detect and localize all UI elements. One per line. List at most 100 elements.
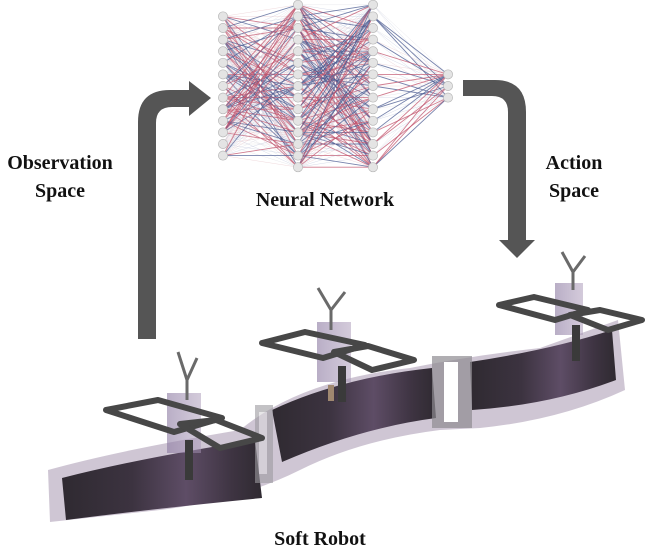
network-edge xyxy=(297,108,374,168)
network-edge xyxy=(297,74,374,168)
network-edge xyxy=(222,27,299,87)
network-edge xyxy=(222,97,299,133)
network-edge xyxy=(372,27,449,75)
network-edge xyxy=(297,16,374,145)
network-edge xyxy=(372,97,449,168)
network-edge xyxy=(222,85,299,156)
network-edge xyxy=(297,39,374,168)
network-edge xyxy=(222,39,299,156)
network-node-layer-3 xyxy=(368,127,378,138)
neural-network-label: Neural Network xyxy=(255,189,395,211)
network-edge xyxy=(222,16,299,98)
network-edge xyxy=(222,108,299,156)
action-arrowhead-icon xyxy=(499,240,535,258)
network-edge xyxy=(222,16,299,52)
network-node-layer-4 xyxy=(443,92,453,103)
network-edge xyxy=(297,143,374,156)
observation-label-line1: Observation xyxy=(7,152,113,174)
network-edge xyxy=(297,97,374,145)
network-edge xyxy=(372,73,449,110)
network-edge xyxy=(297,4,374,29)
neural-network-edges xyxy=(222,4,449,168)
network-edge xyxy=(222,132,299,145)
network-node-layer-3 xyxy=(368,23,378,33)
network-edge xyxy=(297,132,374,168)
robot-module-1 xyxy=(103,351,265,480)
network-edge xyxy=(372,85,449,145)
network-node-layer-2 xyxy=(293,127,303,138)
neural-network-nodes xyxy=(218,0,453,173)
network-edge xyxy=(222,4,299,145)
network-edge xyxy=(297,4,374,75)
network-edge xyxy=(222,120,299,168)
network-edge xyxy=(297,4,374,168)
robot-segment-2 xyxy=(272,368,436,462)
network-edge xyxy=(297,27,374,168)
observation-space-label: Observation Space xyxy=(0,149,120,205)
network-node-layer-1 xyxy=(218,11,228,22)
action-arrow xyxy=(463,80,535,258)
network-edge xyxy=(297,39,374,156)
network-edge xyxy=(222,62,299,156)
network-edge xyxy=(372,62,449,75)
network-edge xyxy=(297,4,374,122)
network-edge xyxy=(372,16,449,75)
network-node-layer-2 xyxy=(293,11,303,22)
network-edge xyxy=(297,97,374,156)
network-node-layer-3 xyxy=(368,81,378,91)
network-edge xyxy=(297,62,374,145)
network-edge xyxy=(297,16,374,168)
network-edge xyxy=(297,16,374,133)
network-edge xyxy=(372,39,449,98)
robot-segment-1 xyxy=(62,440,262,520)
network-node-layer-2 xyxy=(293,0,303,10)
network-node-layer-3 xyxy=(368,57,378,68)
network-edge xyxy=(222,131,299,145)
network-edge xyxy=(297,4,374,52)
soft-robot-label: Soft Robot xyxy=(274,528,366,550)
network-node-layer-3 xyxy=(368,162,378,173)
network-node-layer-2 xyxy=(293,46,303,57)
network-edge xyxy=(222,39,299,145)
network-node-layer-1 xyxy=(218,34,228,45)
network-edge xyxy=(297,131,374,168)
action-space-label: Action Space xyxy=(524,149,624,205)
network-edge xyxy=(297,143,374,168)
network-edge xyxy=(222,27,299,156)
network-edge xyxy=(222,27,299,133)
network-node-layer-3 xyxy=(368,115,378,126)
network-edge xyxy=(222,4,299,98)
network-node-layer-1 xyxy=(218,139,228,149)
network-edge xyxy=(222,85,299,145)
network-edge xyxy=(297,4,374,41)
network-node-layer-3 xyxy=(368,46,378,57)
network-node-layer-3 xyxy=(368,0,378,10)
network-node-layer-1 xyxy=(218,115,228,126)
observation-label-line2: Space xyxy=(35,180,85,202)
network-edge xyxy=(297,4,374,145)
network-node-layer-2 xyxy=(293,115,303,126)
network-edge xyxy=(297,108,374,133)
robot-connector-2 xyxy=(432,356,472,428)
network-edge xyxy=(222,4,299,40)
network-node-layer-2 xyxy=(293,139,303,149)
network-edge xyxy=(297,120,374,168)
network-edge xyxy=(222,85,299,110)
network-node-layer-1 xyxy=(218,150,228,161)
network-node-layer-1 xyxy=(218,92,228,103)
network-edge xyxy=(222,108,299,145)
robot-module-2 xyxy=(259,287,417,402)
network-edge xyxy=(297,4,374,87)
robot-connector-1 xyxy=(255,405,273,483)
network-edge xyxy=(297,97,374,168)
network-node-layer-2 xyxy=(293,34,303,45)
network-node-layer-3 xyxy=(368,69,378,80)
network-node-layer-1 xyxy=(218,127,228,138)
observation-arrow-shaft xyxy=(138,90,190,339)
network-edge xyxy=(222,132,299,156)
network-node-layer-2 xyxy=(293,81,303,91)
network-edge xyxy=(222,155,299,168)
network-edge xyxy=(297,62,374,133)
action-arrow-shaft xyxy=(463,80,526,240)
